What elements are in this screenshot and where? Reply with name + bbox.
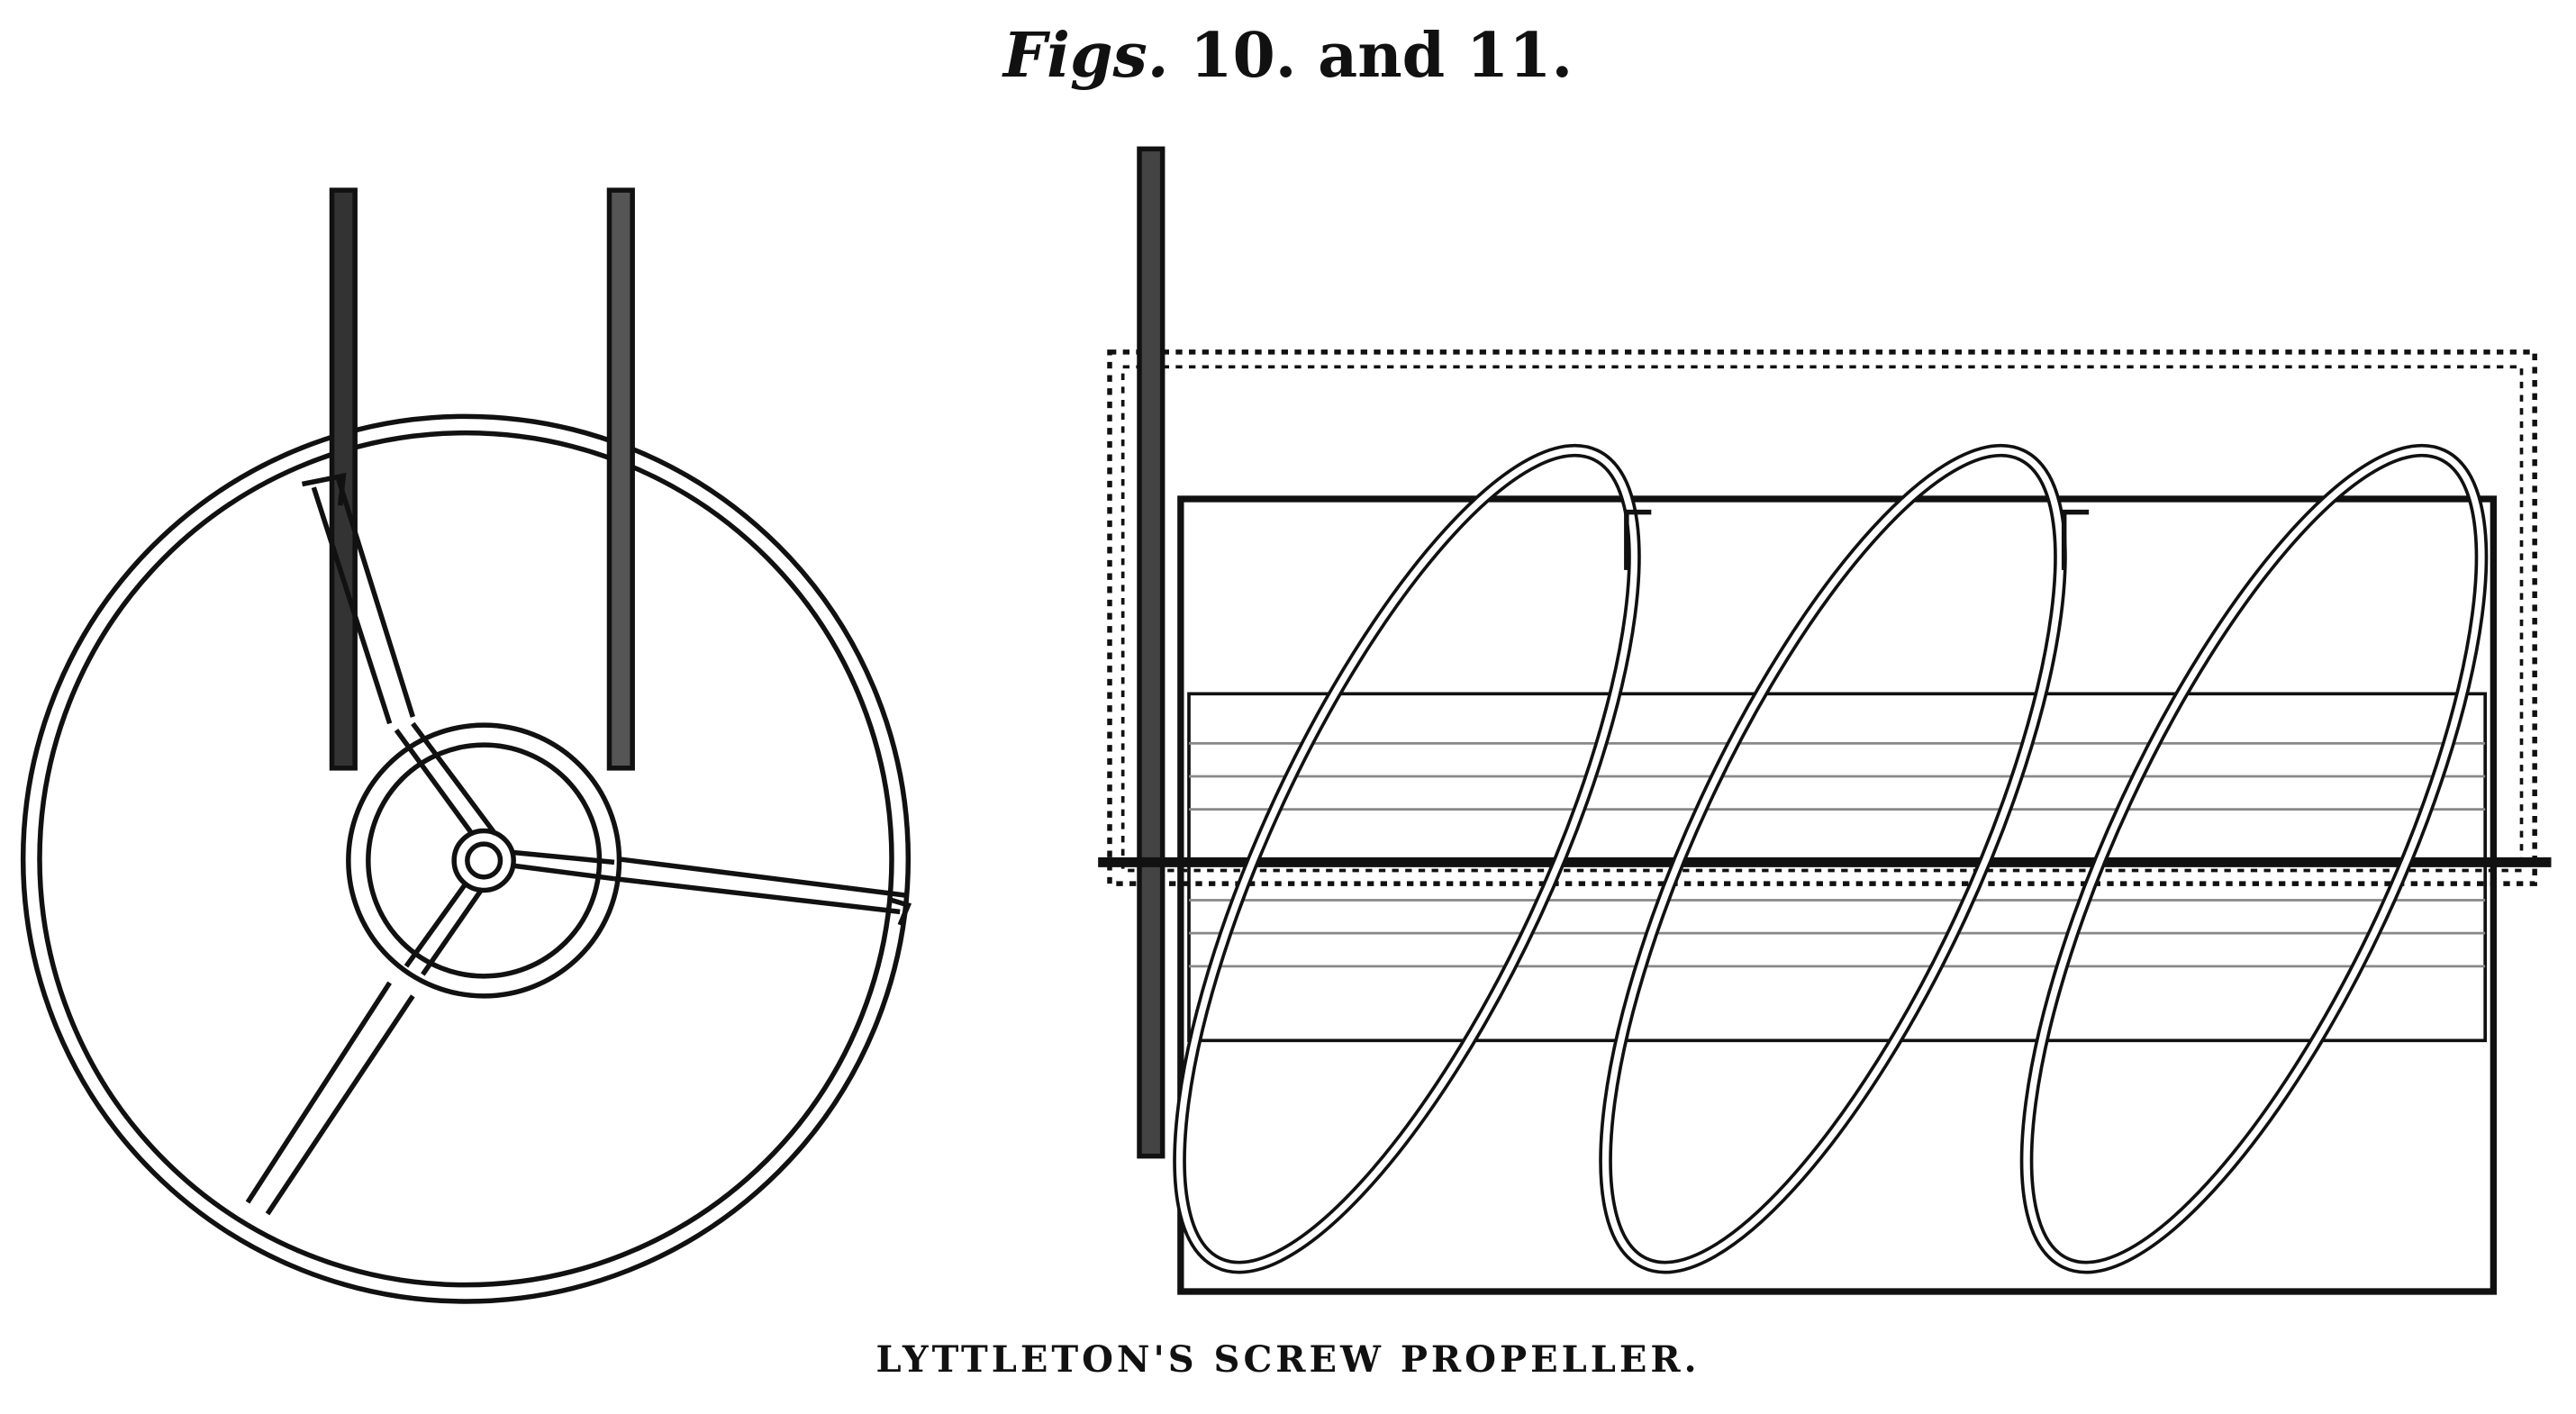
fig10-end-view — [20, 187, 912, 1304]
fig11-side-view — [1098, 146, 2552, 1295]
figure-title-numbers: 10. and 11. — [1190, 20, 1574, 92]
figure-title: Figs. 10. and 11. — [0, 20, 2576, 92]
figure-title-prefix: Figs. — [1002, 20, 1169, 92]
figure-caption: LYTTLETON'S SCREW PROPELLER. — [875, 1338, 1701, 1381]
